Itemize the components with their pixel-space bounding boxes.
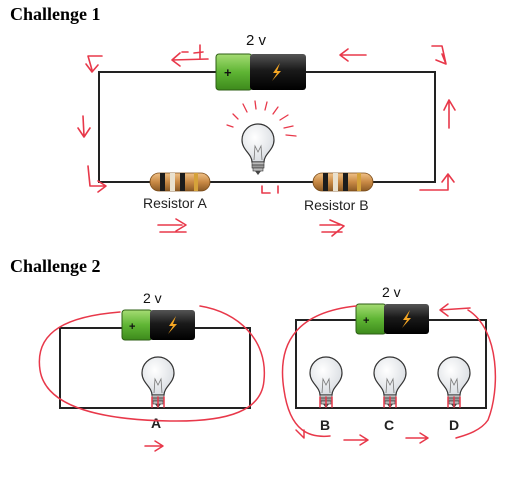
- challenge-2-bulb-c-label: C: [384, 417, 394, 433]
- challenge-2-bulb-a-label: A: [151, 415, 161, 431]
- challenge-2-bulb-b-label: B: [320, 417, 330, 433]
- challenge-1-resistor-a: [149, 172, 211, 192]
- challenge-2-left-battery-plus: +: [129, 321, 135, 333]
- challenge-1-circuit: + 2 v Resistor A Resistor B: [98, 32, 436, 213]
- challenge-2-heading: Challenge 2: [10, 256, 101, 276]
- challenge-1-resistor-b-label: Resistor B: [304, 197, 369, 213]
- challenge-1-heading: Challenge 1: [10, 4, 101, 24]
- challenge-1-battery-plus: +: [224, 65, 232, 80]
- challenge-2-right-battery-plus: +: [363, 315, 369, 327]
- challenge-2-circuit-left: + 2 v A: [59, 290, 251, 431]
- challenge-2-right-battery-voltage: 2 v: [382, 284, 401, 300]
- challenge-1-current-arrows: [77, 44, 456, 237]
- challenge-1-bulb: [241, 123, 275, 176]
- challenge-2-left-battery-voltage: 2 v: [143, 290, 162, 306]
- challenge-2-right-battery: +: [355, 303, 429, 335]
- challenge-2-circuit-right: + 2 v B C D: [295, 284, 487, 433]
- challenge-1-glow-marks: [226, 100, 297, 137]
- challenge-2-current-annotations: [38, 303, 497, 452]
- challenge-1-battery: +: [215, 53, 306, 91]
- challenge-1-resistor-a-label: Resistor A: [143, 195, 207, 211]
- challenge-2-bulb-d-label: D: [449, 417, 459, 433]
- challenge-1-resistor-b: [312, 172, 374, 192]
- challenge-1-battery-voltage: 2 v: [246, 32, 267, 49]
- challenge-2-left-battery: +: [121, 309, 195, 341]
